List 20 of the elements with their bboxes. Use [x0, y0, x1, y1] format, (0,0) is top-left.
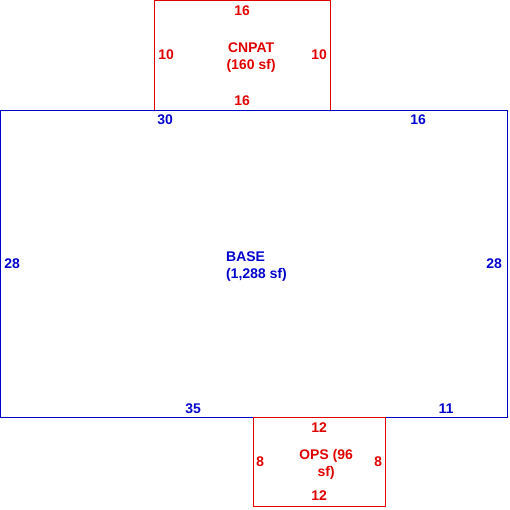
dimension-label: 30	[157, 111, 173, 127]
area-label: OPS (96 sf)	[299, 446, 353, 480]
area-outline	[253, 417, 386, 507]
dimension-label: 12	[311, 487, 327, 503]
dimension-label: 10	[158, 46, 174, 62]
dimension-label: 16	[234, 2, 250, 18]
dimension-label: 8	[374, 453, 382, 469]
area-label: CNPAT (160 sf)	[225, 39, 277, 73]
dimension-label: 10	[311, 46, 327, 62]
dimension-label: 11	[438, 400, 454, 416]
dimension-label: 12	[311, 419, 327, 435]
area-outline	[0, 110, 508, 418]
dimension-label: 35	[185, 400, 201, 416]
dimension-label: 28	[4, 255, 20, 271]
area-outline	[154, 0, 331, 111]
dimension-label: 16	[410, 111, 426, 127]
dimension-label: 8	[256, 453, 264, 469]
dimension-label: 16	[234, 92, 250, 108]
area-label: BASE (1,288 sf)	[226, 248, 288, 282]
dimension-label: 28	[486, 255, 502, 271]
